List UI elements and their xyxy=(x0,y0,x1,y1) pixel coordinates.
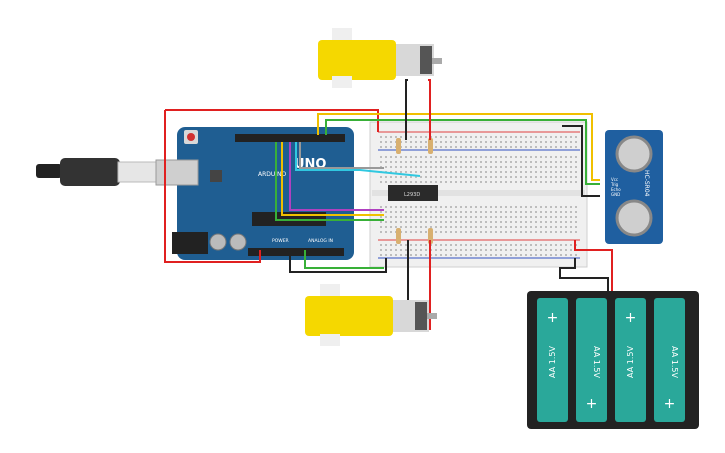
power-header-label: POWER xyxy=(272,238,289,244)
sensor-transducer-bottom xyxy=(615,199,653,237)
sensor-transducer-top xyxy=(615,135,653,173)
battery-cell-label: AA 1.5V xyxy=(670,346,679,378)
sensor-pin-echo: Echo xyxy=(611,187,621,192)
dc-motor-top xyxy=(318,28,442,88)
battery-cell-label: AA 1.5V xyxy=(626,346,635,378)
wire-purple xyxy=(289,142,384,211)
wire-cyan xyxy=(295,142,421,177)
battery-plus-sign: + xyxy=(547,310,559,326)
battery-cell-1: AA 1.5V + xyxy=(537,298,568,422)
wire-yellow-1 xyxy=(317,113,600,181)
battery-cell-label: AA 1.5V xyxy=(592,346,601,378)
wire-black-gnd xyxy=(289,250,387,273)
arduino-brand: ARDUINO xyxy=(258,171,287,178)
resistor-1 xyxy=(396,138,401,154)
wire-red-motor1 xyxy=(428,79,431,140)
sensor-pin-gnd: GND xyxy=(611,192,620,197)
wire-green-3 xyxy=(304,250,384,269)
sensor-label: HC-SR04 xyxy=(643,170,650,197)
dc-motor-bottom xyxy=(305,284,437,346)
wire-yellow-2 xyxy=(281,142,384,216)
resistor-2 xyxy=(428,138,433,154)
wire-red-top xyxy=(165,109,379,132)
chip-label: L293D xyxy=(404,192,420,198)
wire-gray xyxy=(299,142,384,169)
l293d-chip: L293D xyxy=(388,185,438,201)
battery-cell-4: AA 1.5V + xyxy=(654,298,685,422)
battery-plus-sign: + xyxy=(664,396,676,412)
sensor-pin-vcc: Vcc xyxy=(611,177,618,182)
wire-green-2 xyxy=(275,142,384,221)
analog-header-label: ANALOG IN xyxy=(308,238,333,244)
wire-red-battery xyxy=(574,240,613,296)
sensor-pin-trig: Trig xyxy=(610,182,619,187)
wire-green-1 xyxy=(325,119,600,185)
wire-black-battery xyxy=(559,258,609,296)
battery-plus-sign: + xyxy=(625,310,637,326)
battery-cell-3: AA 1.5V + xyxy=(615,298,646,422)
battery-cell-label: AA 1.5V xyxy=(548,346,557,378)
resistor-3 xyxy=(396,228,401,244)
arduino-uno-board: ARDUINO UNO POWER ANALOG IN xyxy=(155,127,354,260)
usb-cable xyxy=(36,158,159,186)
battery-plus-sign: + xyxy=(586,396,598,412)
wire-black-motor1 xyxy=(405,79,408,140)
battery-cell-2: AA 1.5V + xyxy=(576,298,607,422)
battery-pack: AA 1.5V + AA 1.5V + AA 1.5V + AA 1.5V + xyxy=(527,291,699,429)
breadboard xyxy=(369,121,588,268)
wire-black-sensor xyxy=(562,125,600,197)
hc-sr04-sensor: HC-SR04 Vcc Trig Echo GND xyxy=(605,130,663,244)
wire-red-power xyxy=(164,110,261,263)
